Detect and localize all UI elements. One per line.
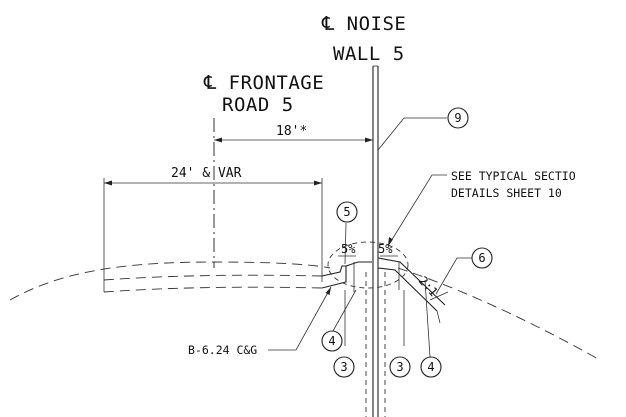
frontage-road-title-line2: ROAD 5	[222, 94, 294, 116]
see-typical-leader	[387, 174, 447, 247]
callout-3-left: 3	[333, 356, 355, 378]
curb-gutter-label: B-6.24 C&G	[188, 343, 257, 357]
callout-6-label: 6	[478, 251, 485, 265]
callout-5: 5	[336, 201, 358, 265]
callout-4-right: 4	[420, 279, 442, 378]
pavement-bottom-surface	[103, 286, 323, 293]
dimension-24ft: 24' & VAR	[103, 166, 323, 292]
detail-area-ellipse	[327, 241, 409, 289]
callout-3-right-label: 3	[396, 360, 403, 374]
side-slope-label: 2:1	[416, 274, 441, 299]
dimension-24ft-label: 24' & VAR	[171, 166, 242, 181]
slope-label-left: 5%	[341, 242, 356, 256]
callout-9: 9	[377, 107, 469, 151]
curb-and-gutter	[321, 261, 372, 289]
callout-4-left-label: 4	[328, 334, 335, 348]
callout-4-right-label: 4	[427, 360, 434, 374]
curb-gutter-leader	[268, 286, 332, 351]
callout-3-left-label: 3	[340, 360, 347, 374]
existing-ground-left	[9, 261, 331, 301]
slope-label-right: 5%	[378, 242, 393, 256]
callout-6: 6	[435, 247, 493, 295]
noise-wall-title-line1: ℄ NOISE	[321, 13, 406, 35]
callout-4-left: 4	[321, 289, 357, 352]
dimension-18ft: 18'*	[214, 124, 373, 143]
curb-gutter-arrowhead	[325, 287, 331, 295]
noise-wall	[372, 65, 379, 417]
see-typical-section-line1: SEE TYPICAL SECTIO	[451, 169, 576, 183]
right-side-slope	[377, 257, 449, 324]
see-typical-section-line2: DETAILS SHEET 10	[451, 186, 562, 200]
noise-wall-title-line2: WALL 5	[333, 43, 405, 65]
callout-5-label: 5	[343, 205, 350, 219]
pavement-top-surface	[103, 274, 323, 281]
callout-9-label: 9	[454, 111, 461, 125]
see-typical-arrowhead	[388, 237, 393, 246]
wall-foundation	[344, 262, 405, 417]
existing-ground-right	[397, 267, 601, 361]
dimension-18ft-label: 18'*	[276, 124, 307, 139]
callout-3-right: 3	[389, 356, 411, 378]
frontage-road-title-line1: ℄ FRONTAGE	[203, 72, 324, 94]
